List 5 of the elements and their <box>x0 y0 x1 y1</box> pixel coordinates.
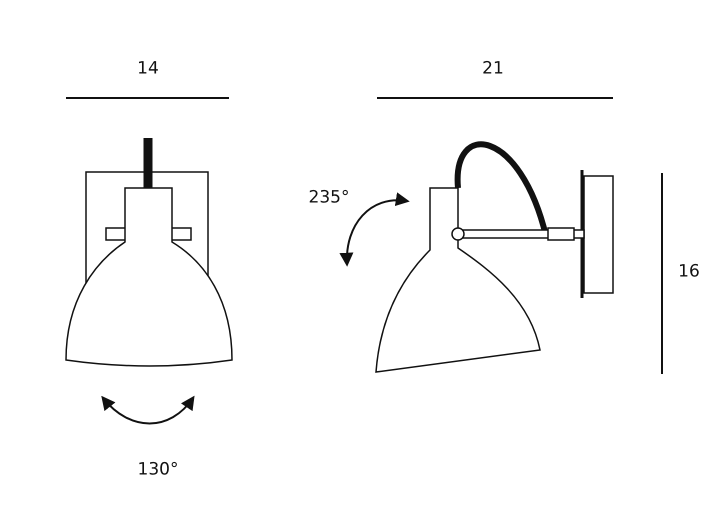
angle-label: 130° <box>138 462 178 478</box>
dimension-label: 21 <box>482 60 504 78</box>
angle-label: 235° <box>308 190 350 206</box>
dimension-label: 16 <box>678 264 700 280</box>
dimension-label: 14 <box>137 60 159 78</box>
